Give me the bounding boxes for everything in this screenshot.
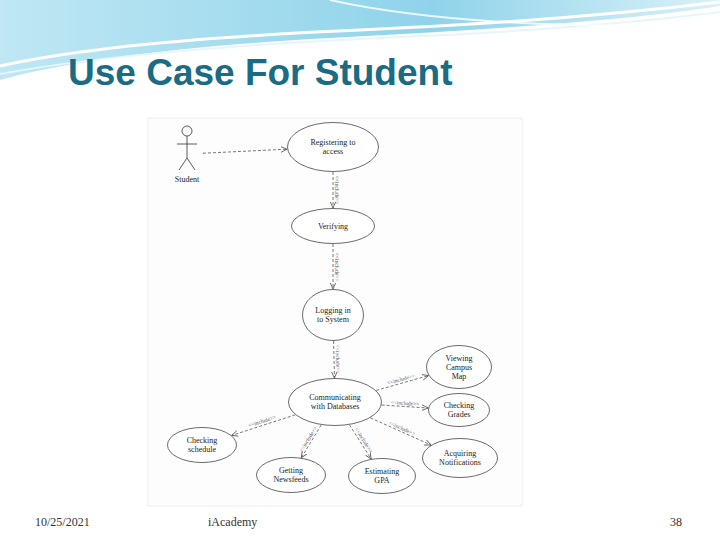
use-case-name: Viewing Campus Map: [439, 354, 479, 381]
use-case-text-box: Logging in to System: [315, 306, 351, 324]
use-case-ellipse: Checking schedule: [167, 427, 237, 463]
stereotype-label: <<include>>: [334, 252, 340, 281]
use-case-ellipse: Registering to access: [287, 122, 379, 172]
use-case-name: Verifying: [303, 222, 363, 231]
use-case-text-box: Verifying: [303, 222, 363, 231]
use-case-text-box: Getting Newsfeeds: [267, 466, 315, 484]
use-case-ellipse: Estimating GPA: [348, 458, 416, 494]
dependency-arrow: [232, 415, 296, 436]
dependency-arrow: [203, 149, 287, 153]
actor: Student: [171, 124, 203, 184]
use-case-text-box: Acquiring Notifications: [432, 449, 488, 467]
use-case-name: Logging in to System: [315, 306, 351, 324]
header-curve: [330, 0, 720, 26]
actor-name: Student: [175, 175, 199, 184]
use-case-name: Communicating with Databases: [305, 393, 365, 411]
use-case-name: Checking schedule: [180, 436, 224, 454]
footer-text: iAcademy: [208, 515, 257, 530]
slide-title: Use Case For Student: [68, 52, 452, 94]
use-case-name: Registering to access: [300, 138, 366, 156]
use-case-name: Estimating GPA: [360, 467, 404, 485]
use-case-text-box: Registering to access: [300, 138, 366, 156]
use-case-ellipse: Logging in to System: [302, 289, 364, 341]
dependency-arrow: [370, 418, 431, 445]
use-case-ellipse: Checking Grades: [428, 393, 490, 427]
use-case-text-box: Estimating GPA: [360, 467, 404, 485]
use-case-name: Acquiring Notifications: [432, 449, 488, 467]
use-case-text-box: Communicating with Databases: [305, 393, 365, 411]
dependency-arrow: [333, 341, 335, 378]
use-case-ellipse: Viewing Campus Map: [426, 345, 492, 389]
stereotype-label: <<include>>: [391, 399, 420, 407]
stereotype-label: <<include>>: [334, 176, 340, 205]
use-case-text-box: Checking Grades: [439, 401, 479, 419]
footer-date: 10/25/2021: [35, 515, 90, 530]
dependency-arrow: [333, 244, 334, 289]
dependency-arrow: [333, 172, 334, 208]
use-case-ellipse: Acquiring Notifications: [422, 438, 498, 478]
use-case-name: Getting Newsfeeds: [267, 466, 315, 484]
use-case-name: Checking Grades: [439, 401, 479, 419]
use-case-text-box: Checking schedule: [180, 436, 224, 454]
diagram-panel: [148, 118, 522, 506]
use-case-ellipse: Getting Newsfeeds: [256, 457, 326, 493]
stereotype-label: <<include>>: [335, 345, 342, 374]
use-case-ellipse: Communicating with Databases: [288, 378, 382, 426]
use-case-text-box: Viewing Campus Map: [439, 354, 479, 381]
use-case-ellipse: Verifying: [291, 208, 375, 244]
slide-number: 38: [670, 515, 682, 530]
